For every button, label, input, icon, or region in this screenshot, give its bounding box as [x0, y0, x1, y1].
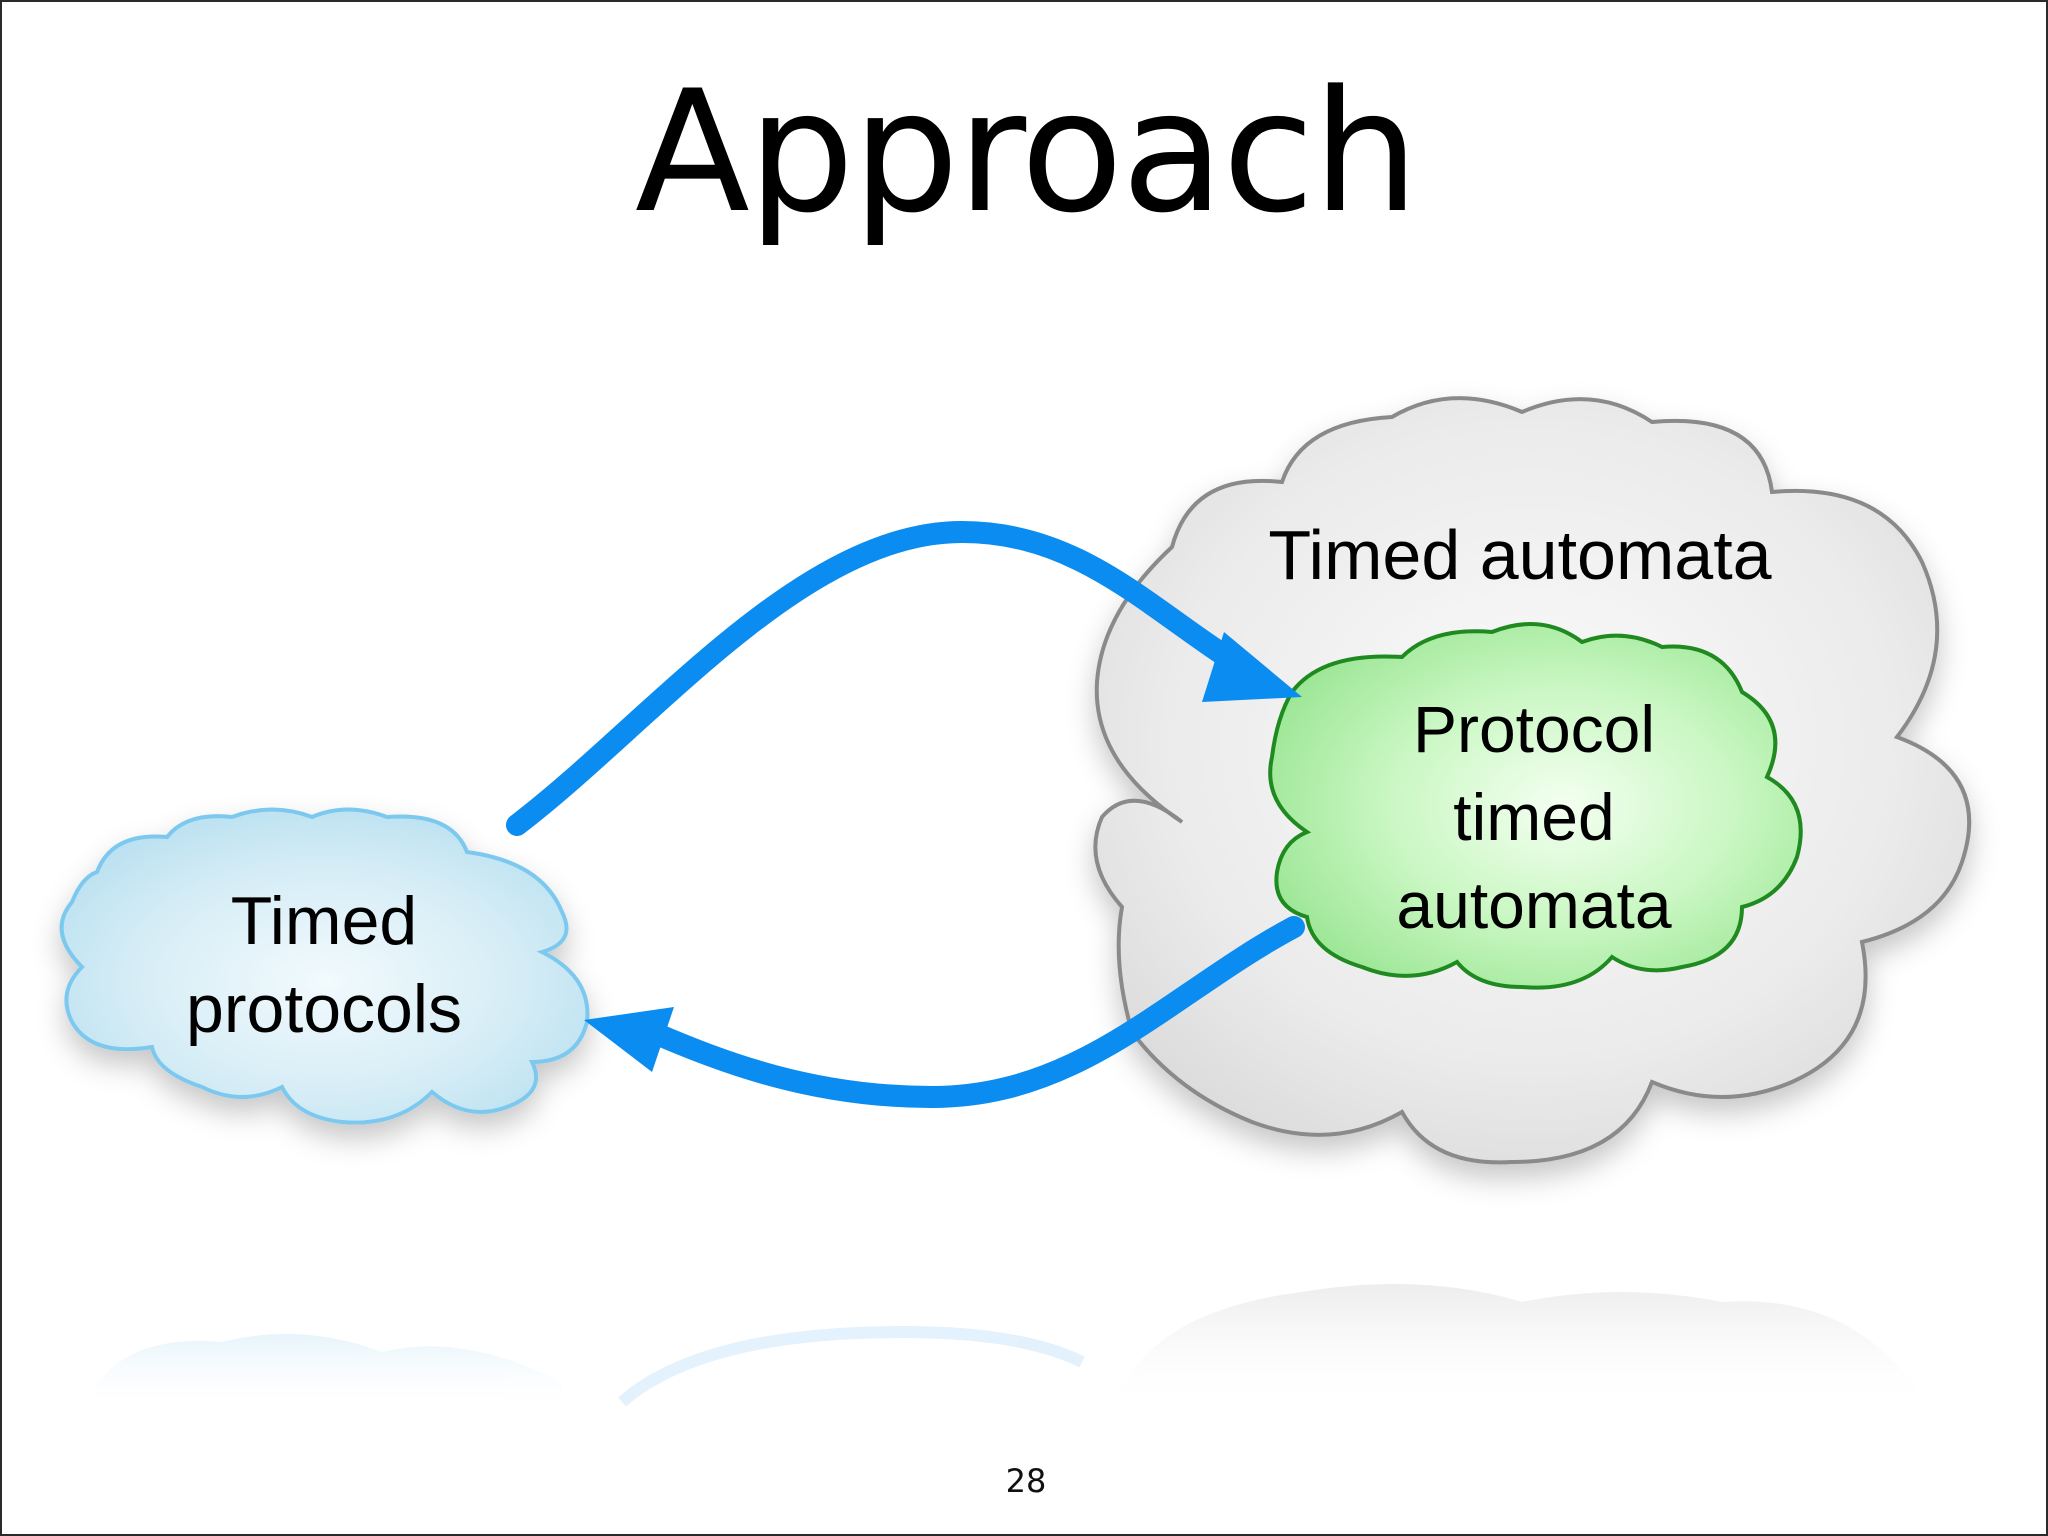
arrow-head: [584, 1007, 674, 1072]
arrow-path: [506, 520, 1258, 836]
arrow-head: [1202, 632, 1302, 702]
edge-automata-to-protocols: [584, 916, 1305, 1109]
protocol-timed-automata-label-line-2: timed: [1453, 780, 1614, 854]
slide-title: Approach: [634, 54, 1419, 250]
protocol-timed-automata-label-line-1: Protocol: [1413, 692, 1655, 766]
timed-automata-label: Timed automata: [1268, 516, 1771, 594]
protocol-timed-automata-cloud: [1268, 622, 1803, 990]
protocol-timed-automata-cloud-shape: [1268, 622, 1803, 990]
arrow-path: [641, 916, 1305, 1109]
protocol-timed-automata-label-line-3: automata: [1396, 868, 1671, 942]
timed-protocols-label-line-1: Timed: [231, 883, 417, 959]
timed-protocols-label-line-2: protocols: [186, 971, 462, 1047]
reflection: [82, 1284, 1932, 1412]
page-number: 28: [1005, 1462, 1047, 1500]
timed-protocols-cloud: [59, 807, 590, 1125]
timed-protocols-cloud-shape: [59, 807, 590, 1125]
edge-protocols-to-automata: [506, 520, 1302, 836]
